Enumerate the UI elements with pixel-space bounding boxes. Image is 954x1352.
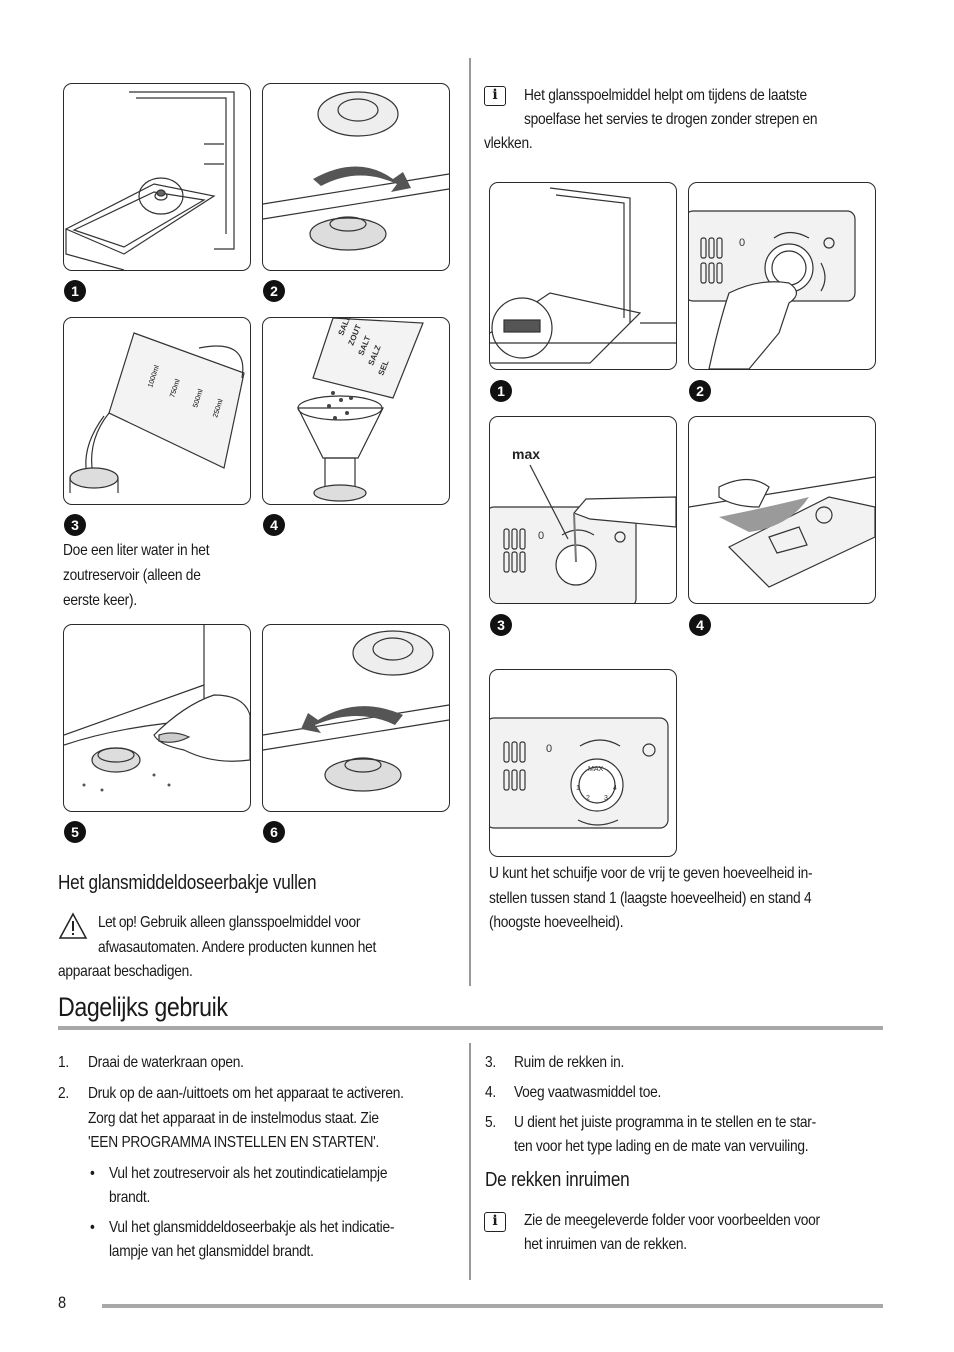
list-item-text: U dient het juiste programma in te stell…: [514, 1114, 816, 1131]
list-number: 1.: [58, 1054, 69, 1071]
step-number-badge: 2: [689, 380, 711, 402]
warning-text: Gebruik alleen glansspoelmiddel voor: [136, 914, 361, 931]
warning-label: Let op!: [98, 914, 137, 931]
info-note-line-2: spoelfase het servies te drogen zonder s…: [524, 111, 818, 128]
racks-note-line-1: Zie de meegeleverde folder voor voorbeel…: [524, 1212, 820, 1229]
bullet-text: Vul het zoutreservoir als het zoutindica…: [109, 1165, 388, 1182]
bullet-text: lampje van het glansmiddel brandt.: [109, 1243, 314, 1260]
info-icon: i: [484, 1212, 506, 1232]
figure-fill-rinse-aid-max: max 0: [489, 416, 677, 604]
column-divider: [469, 58, 471, 986]
info-icon: i: [484, 86, 506, 106]
step-number-badge: 3: [64, 514, 86, 536]
max-label: max: [512, 446, 540, 462]
figure-wipe-spilled-salt: [63, 624, 251, 812]
dispenser-zero: 0: [546, 743, 552, 755]
step3-caption-line: zoutreservoir (alleen de: [63, 567, 201, 584]
figure-screw-cap-back: [262, 624, 450, 812]
adjust-text-line-1: U kunt het schuifje voor de vrij te geve…: [489, 865, 813, 882]
bullet-text: brandt.: [109, 1189, 151, 1206]
list-number: 4.: [485, 1084, 496, 1101]
figure-open-dishwasher-salt-cap: [63, 83, 251, 271]
page-number: 8: [58, 1293, 66, 1312]
dispenser-zero: 0: [538, 530, 544, 542]
step-number-badge: 2: [263, 280, 285, 302]
figure-unscrew-cap: [262, 83, 450, 271]
figure-dosage-selector-dial: 0 MAX 1 2 3 4: [489, 669, 677, 857]
warning-line-1: Let op! Gebruik alleen glansspoelmiddel …: [98, 910, 360, 935]
step-number-badge: 6: [263, 821, 285, 843]
step-number-badge: 1: [64, 280, 86, 302]
rinse-aid-heading: Het glansmiddeldoseerbakje vullen: [58, 872, 317, 894]
list-item-text: Ruim de rekken in.: [514, 1054, 625, 1071]
dial-number: 4: [613, 785, 617, 792]
figure-dishwasher-door-dispenser: [489, 182, 677, 370]
bullet-dot: •: [90, 1219, 95, 1236]
step3-caption-line: Doe een liter water in het: [63, 542, 210, 559]
dial-number: 1: [576, 785, 580, 792]
list-item-text: Draai de waterkraan open.: [88, 1054, 244, 1071]
adjust-text-line-2: stellen tussen stand 1 (laagste hoeveelh…: [489, 890, 812, 907]
warning-line-3: apparaat beschadigen.: [58, 963, 193, 980]
list-number: 5.: [485, 1114, 496, 1131]
dial-number: 2: [586, 795, 590, 802]
step-number-badge: 4: [263, 514, 285, 536]
list-item-text: Voeg vaatwasmiddel toe.: [514, 1084, 662, 1101]
list-item-text: Druk op de aan-/uittoets om het apparaat…: [88, 1085, 404, 1102]
warning-line-2: afwasautomaten. Andere producten kunnen …: [98, 939, 377, 956]
step-number-badge: 5: [64, 821, 86, 843]
dial-max-text: MAX: [588, 766, 604, 773]
list-item-text: 'EEN PROGRAMMA INSTELLEN EN STARTEN'.: [88, 1134, 380, 1151]
dispenser-zero: 0: [739, 237, 745, 249]
bullet-dot: •: [90, 1165, 95, 1182]
warning-triangle-icon: [58, 912, 88, 939]
racks-note-line-2: het inruimen van de rekken.: [524, 1236, 687, 1253]
info-note-line-1: Het glansspoelmiddel helpt om tijdens de…: [524, 87, 807, 104]
bullet-text: Vul het glansmiddeldoseerbakje als het i…: [109, 1219, 395, 1236]
adjust-text-line-3: (hoogste hoeveelheid).: [489, 914, 624, 931]
step-number-badge: 1: [490, 380, 512, 402]
daily-use-title: Dagelijks gebruik: [58, 992, 228, 1022]
figure-wipe-spilled-rinse-aid: [688, 416, 876, 604]
list-number: 2.: [58, 1085, 69, 1102]
list-item-text: ten voor het type lading en de mate van …: [514, 1138, 809, 1155]
footer-rule: [102, 1304, 883, 1308]
list-item-text: Zorg dat het apparaat in de instelmodus …: [88, 1110, 379, 1127]
list-number: 3.: [485, 1054, 496, 1071]
info-note-line-3: vlekken.: [484, 135, 533, 152]
racks-heading: De rekken inruimen: [485, 1169, 630, 1191]
figure-open-dispenser-cap: 0: [688, 182, 876, 370]
step-number-badge: 4: [689, 614, 711, 636]
dial-number: 3: [604, 795, 608, 802]
figure-pour-salt-funnel: SALE ZOUT SALT SALZ SEL: [262, 317, 450, 505]
figure-pour-water-jug: 1000ml 750ml 500ml 250ml: [63, 317, 251, 505]
column-divider: [469, 1043, 471, 1280]
section-rule: [58, 1026, 883, 1030]
step-number-badge: 3: [490, 614, 512, 636]
step3-caption-line: eerste keer).: [63, 592, 137, 609]
